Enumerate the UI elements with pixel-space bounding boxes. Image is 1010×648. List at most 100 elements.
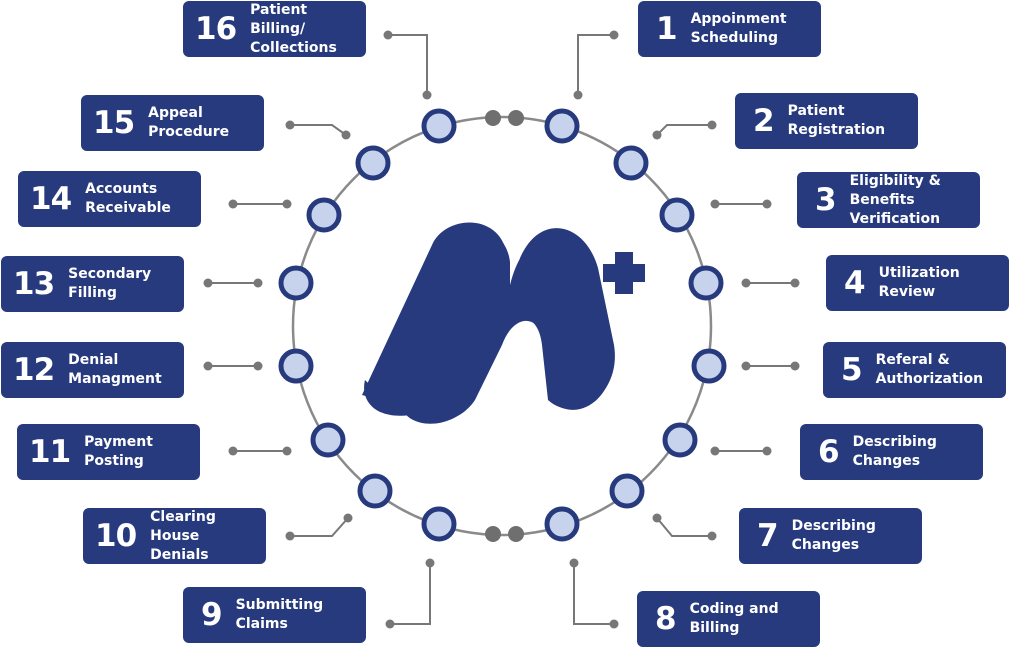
connector-dot [790, 361, 800, 371]
step-number: 7 [757, 517, 779, 554]
step-label: Payment Posting [84, 434, 153, 469]
connector-dot [285, 531, 295, 541]
logo-plus-horizontal [603, 264, 645, 282]
ring-node [278, 265, 314, 301]
ring-node [544, 108, 580, 144]
connector-dot [341, 130, 351, 140]
ring-node [688, 265, 724, 301]
connector-dot [707, 120, 717, 130]
connector-line [656, 517, 712, 537]
connector-dot [741, 278, 751, 288]
connector-dot [343, 513, 353, 523]
step-label: Patient Billing/ Collections [250, 1, 337, 56]
step-box-2: 2 Patient Registration [735, 93, 918, 149]
connector-dot [652, 513, 662, 523]
ring-node [421, 506, 457, 542]
step-label: Denial Managment [68, 352, 162, 387]
step-box-13: 13 Secondary Filling [1, 256, 184, 312]
step-box-3: 3 Eligibility & Benefits Verification [797, 172, 980, 228]
step-label: Accounts Receivable [85, 181, 171, 216]
connector-dot [282, 446, 292, 456]
step-number: 10 [95, 517, 137, 554]
connectors-layer [203, 30, 800, 629]
step-box-5: 5 Referal & Authorization [823, 342, 1006, 398]
step-number: 1 [656, 10, 678, 47]
connector-dot [707, 531, 717, 541]
step-number: 8 [655, 600, 677, 637]
ring-node [613, 145, 649, 181]
connector-dot [569, 558, 579, 568]
step-number: 4 [844, 264, 866, 301]
step-label: Appoinment Scheduling [690, 11, 787, 46]
step-number: 3 [815, 181, 837, 218]
ring-node [306, 197, 342, 233]
step-box-11: 11 Payment Posting [17, 424, 200, 480]
connector-dot [228, 199, 238, 209]
step-number: 9 [201, 596, 223, 633]
step-label: Secondary Filling [68, 266, 152, 301]
ring-node [355, 145, 391, 181]
connector-dot [652, 130, 662, 140]
ring-node [421, 108, 457, 144]
step-label: Clearing House Denials [150, 508, 216, 563]
step-box-1: 1 Appoinment Scheduling [638, 1, 821, 57]
step-box-8: 8 Coding and Billing [637, 591, 820, 647]
step-label: Eligibility & Benefits Verification [849, 172, 941, 227]
ring-gap-dot [485, 110, 501, 126]
connector-dot [573, 90, 583, 100]
connector-dot [425, 558, 435, 568]
connector-dot [285, 120, 295, 130]
step-box-16: 16 Patient Billing/ Collections [183, 1, 366, 57]
connector-dot [203, 361, 213, 371]
connector-line [390, 563, 431, 625]
step-box-12: 12 Denial Managment [1, 342, 184, 398]
ring-nodes-layer [278, 108, 727, 542]
step-number: 11 [29, 433, 71, 470]
ring-node [357, 473, 393, 509]
step-label: Submitting Claims [235, 597, 324, 632]
connector-dot [790, 278, 800, 288]
connector-dot [228, 446, 238, 456]
ring-node [278, 348, 314, 384]
connector-line [573, 563, 614, 625]
ring-node [609, 473, 645, 509]
connector-line [290, 124, 347, 136]
connector-dot [609, 30, 619, 40]
cycle-ring [291, 115, 713, 537]
connector-dot [741, 361, 751, 371]
connector-line [388, 34, 428, 95]
connector-dot [282, 199, 292, 209]
connector-dot [609, 619, 619, 629]
step-label: Patient Registration [787, 103, 886, 138]
connector-dot [385, 619, 395, 629]
connector-line [290, 517, 349, 537]
connector-dot [203, 278, 213, 288]
step-number: 6 [818, 433, 840, 470]
connector-dot [710, 446, 720, 456]
m-plus-logo [362, 222, 645, 424]
connector-line [656, 124, 712, 136]
connector-dot [253, 278, 263, 288]
step-number: 16 [195, 10, 237, 47]
step-number: 12 [13, 351, 55, 388]
ring-node [691, 348, 727, 384]
connector-line [577, 34, 614, 95]
step-number: 2 [753, 102, 775, 139]
step-label: Referal & Authorization [875, 352, 984, 387]
ring-node [662, 422, 698, 458]
step-number: 13 [13, 265, 55, 302]
connector-dot [383, 30, 393, 40]
step-number: 15 [93, 104, 135, 141]
step-label: Coding and Billing [689, 601, 779, 636]
connector-dot [762, 199, 772, 209]
ring-gap-dot [508, 110, 524, 126]
connector-dot [710, 199, 720, 209]
step-number: 5 [841, 351, 863, 388]
step-box-9: 9 Submitting Claims [183, 587, 366, 643]
